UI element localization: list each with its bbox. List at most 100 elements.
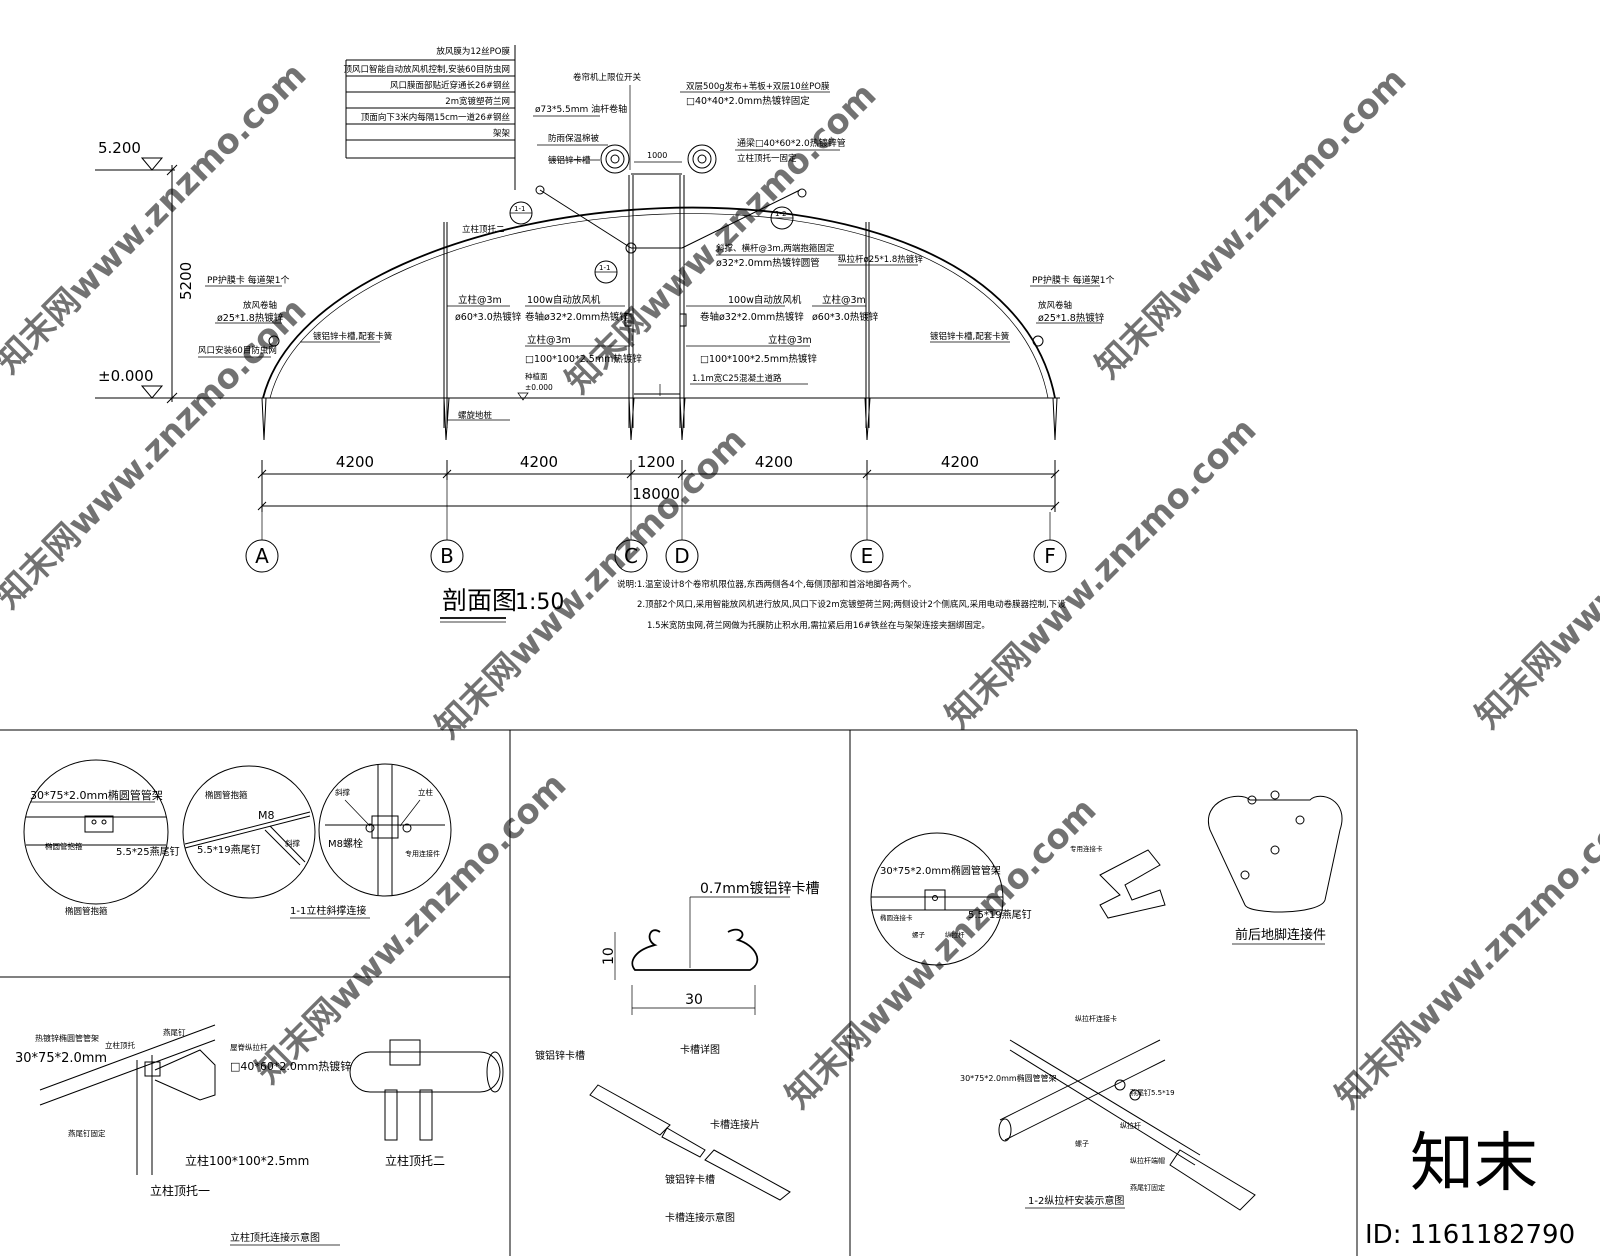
label-slot-left: 镀铝锌卡槽,配套卡簧 [313,331,393,342]
brace-joint [535,185,545,195]
label-pile: 螺旋地桩 [458,410,493,421]
label-pp-clip-right: PP护膜卡 每道架1个 [1032,274,1114,286]
pile [864,397,871,441]
arch-inner [269,213,1049,399]
note-line: 说明:1.温室设计8个卷帘机限位器,东西两侧各4个,每侧顶部和首浴地脚各两个。 [617,579,916,590]
caption-hoop: 椭圆管抱箍 [65,906,108,917]
note-line: 2.顶部2个风口,采用智能放风机进行放风,风口下设2m宽镀塑荷兰网;两侧设计2个… [637,599,1066,610]
caption-slot-conn: 卡槽连接示意图 [665,1211,735,1224]
label-slot-height: 10 [601,947,617,965]
dim-ticks [257,460,1060,512]
side-roll-icon [1032,335,1044,347]
id-label: ID: 1161182790 [1365,1220,1575,1250]
watermark: 知末网www.znzmo.com [558,75,884,401]
label-pipe-spec: 30*75*2.0mm [15,1051,107,1066]
label-tie-pipe: 30*75*2.0mm椭圆管管架 [880,864,1001,877]
axis-bubble [245,539,279,573]
label-col-c: 立柱@3m [527,334,571,346]
watermark: 知末网www.znzmo.com [1468,410,1600,736]
label-brace3: 斜撑 [335,787,350,797]
label-slot-width: 30 [685,992,703,1008]
label-tie-screw2: 燕尾钉5.5*19 [1130,1088,1175,1097]
label-brace: 斜撑、横杆@3m,两端抱箍固定 [716,243,835,254]
label-brace-pipe: ø32*2.0mm热镀锌圆管 [716,257,820,269]
watermark: 知末网www.znzmo.com [938,410,1264,736]
pile [443,397,450,441]
label-vent-net-left: 风口安装60目防虫网 [198,345,277,356]
label-fan-c-shaft: 卷轴ø32*2.0mm热镀锌 [525,311,629,323]
caption-tie: 1-2纵拉杆安装示意图 [1028,1194,1124,1207]
axis-label: C [624,544,638,568]
label-hoop: 椭圆管抱箍 [45,841,83,851]
label-column-spec: 立柱100*100*2.5mm [185,1153,309,1168]
roll-shaft-icon [600,144,630,174]
label-cover-pipe: □40*40*2.0mm热镀锌固定 [686,95,810,107]
label-roll-shaft: ø73*5.5mm 油杆卷轴 [535,103,627,115]
label-tie-screw: 5.5*19燕尾钉 [968,909,1032,921]
label-col-e-spec: ø60*3.0热镀锌 [812,311,879,323]
axis-bubble [614,539,648,573]
legend-line: 风口膜面部贴近穿通长26#钢丝 [390,80,510,91]
label-pipe-name: 热镀锌椭圆管管架 [35,1033,99,1043]
caption-1-1: 1-1立柱斜撑连接 [290,904,366,917]
fan-box [679,313,687,327]
label-beam-b: 屋脊纵拉杆 [230,1042,268,1052]
label-tie-a: 椭圆连接卡 [880,913,913,922]
ground-elev-triangle [517,392,529,401]
detail-1-1: 斜撑 立柱 M8螺栓 专用连接件 1-1立柱斜撑连接 [290,763,452,919]
label-tie-bolt: 螺子 [912,930,926,939]
label-screw-b: 燕尾钉 [163,1027,186,1037]
note-line: 1.5米宽防虫网,荷兰网做为托膜防止积水用,需拉紧后用16#铁丝在与架架连接夹捆… [647,620,990,631]
brand-logo: 知末 [1410,1127,1538,1201]
dim-total-label: 18000 [632,485,680,503]
label-tie-rod: 纵拉杆 [945,930,965,939]
label-road: 1.1m宽C25混凝土道路 [692,373,782,384]
watermark: 知末网www.znzmo.com [248,765,574,1091]
dim-span-label: 4200 [336,453,374,471]
detail-hoop: 30*75*2.0mm椭圆管管架 椭圆管抱箍 5.5*25燕尾钉 椭圆管抱箍 [23,759,180,917]
axis-bubble [850,539,884,573]
detail-frames [0,729,1358,1256]
elev-triangle-top [140,157,164,171]
height-dim-label: 5200 [177,262,195,300]
label-tie-bolt2: 螺子 [1075,1139,1089,1148]
label-connector: 卡槽连接片 [710,1118,760,1131]
fan-box [624,313,632,327]
caption-bracket-two: 立柱顶托二 [385,1153,445,1168]
label-tie-cap-fix: 燕尾钉固定 [1130,1183,1165,1192]
legend-line: 放风膜为12丝PO膜 [436,46,510,57]
watermark: 知末网www.znzmo.com [1328,790,1600,1116]
legend-line: 顶风口智能自动放风机控制,安装60目防虫网 [343,64,510,75]
pile [679,397,686,441]
label-col-d-spec: □100*100*2.5mm热镀锌 [700,353,817,365]
label-screw-fix: 燕尾钉固定 [68,1128,106,1138]
legend-line: 2m宽镀塑荷兰网 [445,96,510,107]
label-roll-left-pipe: ø25*1.8热镀锌 [217,312,284,324]
elev-zero-label: ±0.000 [98,367,154,385]
brace [539,189,632,249]
roll-shaft-icon [697,154,707,164]
dim-span-label: 4200 [520,453,558,471]
legend-line: 架架 [493,129,511,139]
label-cover: 双层500g发布+苇板+双层10丝PO膜 [686,81,830,92]
label-pipe: 30*75*2.0mm椭圆管管架 [30,788,163,802]
label-brace2: 斜撑 [285,838,300,848]
label-beam-spec: □40*60*2.0mm热镀锌 [230,1059,351,1073]
detail-bracket: 热镀锌椭圆管管架 30*75*2.0mm 立柱顶托 燕尾钉 屋脊纵拉杆 □40*… [15,1024,504,1246]
section-drawing: 5.200 ±0.000 5200 [95,45,1114,631]
brace-joint [625,242,637,254]
detail-slot: 0.7mm镀铝锌卡槽 10 30 卡槽详图 镀铝锌卡槽 卡槽连接片 镀铝锌卡槽 … [535,880,820,1224]
detail-hoop-brace: 椭圆管抱箍 M8 5.5*19燕尾钉 斜撑 [182,765,316,899]
axis-bubble [1033,539,1067,573]
label-slot-b: 镀铝锌卡槽 [665,1173,715,1186]
axis-label: B [440,544,454,568]
label-limit-switch: 卷帘机上限位开关 [573,72,642,83]
label-tie-rod: 纵拉杆ø25*1.8热镀锌 [838,254,923,265]
legend-box: 放风膜为12丝PO膜 顶风口智能自动放风机控制,安装60目防虫网 风口膜面部贴近… [343,45,516,190]
brace [681,189,801,249]
label-beam-fix: 立柱顶托一固定 [737,153,797,164]
label-tie-pipe2: 30*75*2.0mm椭圆管管架 [960,1073,1057,1083]
arch-outer [262,206,1056,399]
label-clip-slot: 镀铝锌卡槽 [548,155,591,166]
label-bolt: M8 [258,809,275,822]
